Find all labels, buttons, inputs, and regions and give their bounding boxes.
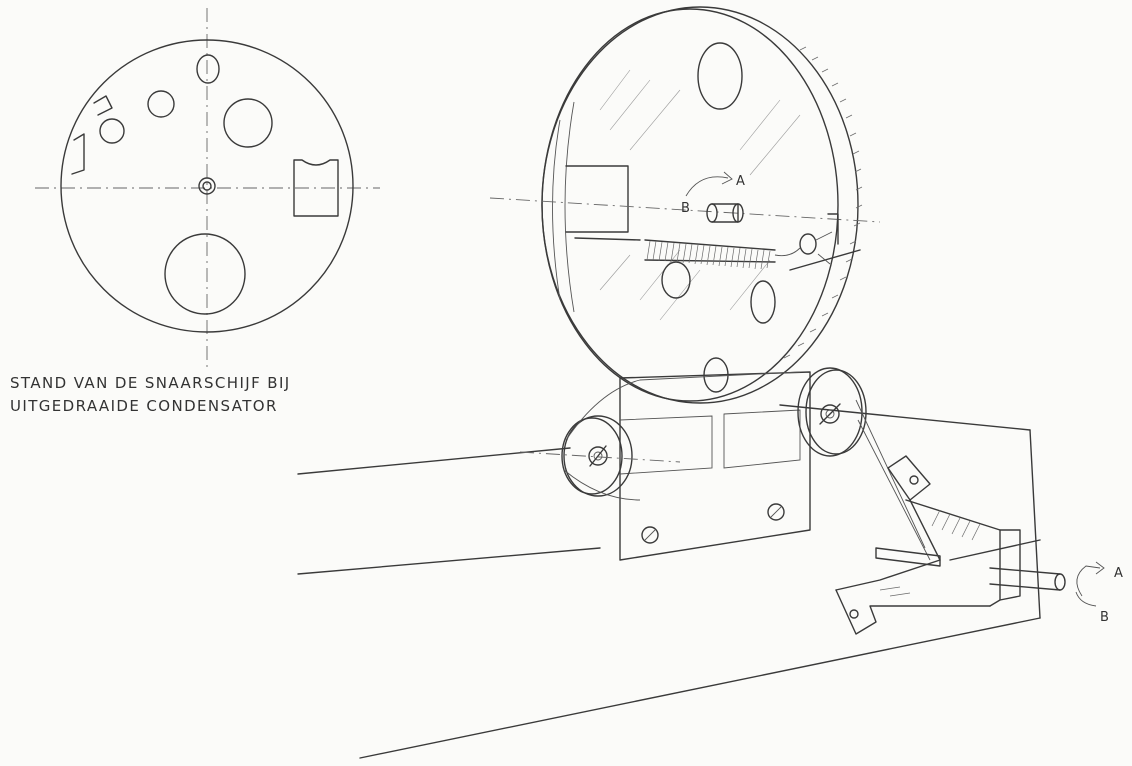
string-pulley (489, 6, 881, 404)
shaft-bracket (835, 455, 1105, 635)
left-guide-pulley (519, 415, 681, 497)
caption-line-1: STAND VAN DE SNAARSCHIJF BIJ (10, 374, 291, 392)
disc-direction-a-label: A (736, 174, 745, 189)
front-view-disc (35, 8, 380, 372)
shaft-direction-b-label: B (1100, 610, 1109, 625)
drive-string (563, 371, 931, 561)
disc-direction-b-label: B (681, 201, 690, 216)
caption-line-2: UITGEDRAAIDE CONDENSATOR (10, 397, 278, 415)
chassis (297, 404, 1041, 759)
shaft-direction-a-label: A (1114, 566, 1123, 581)
mounting-plate (619, 371, 811, 561)
